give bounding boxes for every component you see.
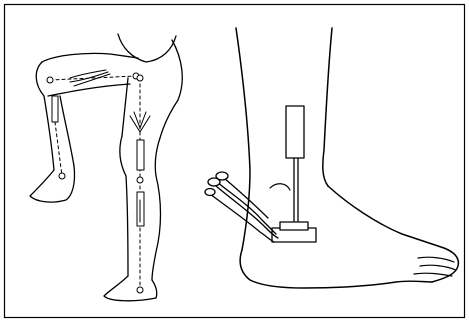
hip-outline: [118, 34, 176, 62]
sensor-handle: [286, 106, 304, 158]
lower-leg-back: [236, 28, 250, 250]
cable-plug-3: [205, 189, 215, 196]
standing-shin-front: [126, 176, 128, 276]
rear-foot: [30, 166, 75, 202]
instep: [328, 186, 444, 248]
standing-knee: [120, 136, 126, 176]
ankle-bone: [270, 184, 290, 190]
rear-electrode-harness: [47, 70, 139, 179]
rear-knee: [36, 62, 44, 96]
heel-sensor: [272, 106, 316, 242]
standing-calf: [152, 176, 161, 280]
standing-foot: [104, 276, 157, 301]
rear-thigh-outline: [42, 53, 138, 62]
standing-electrode-harness: [130, 75, 150, 293]
sensor-cable: [205, 172, 278, 242]
foot-panel: [205, 28, 458, 288]
rear-thigh-underside: [48, 84, 130, 96]
toe-lines: [414, 257, 456, 276]
rear-shin-back: [60, 96, 74, 166]
lower-leg-front: [323, 28, 332, 186]
heel-and-sole: [240, 250, 432, 288]
standing-thigh-back: [160, 100, 178, 138]
knee-back: [155, 138, 160, 176]
cable-plug-2: [216, 172, 228, 180]
leg-panel: [30, 34, 182, 301]
buttock: [172, 40, 182, 100]
standing-thigh-front: [122, 78, 128, 136]
